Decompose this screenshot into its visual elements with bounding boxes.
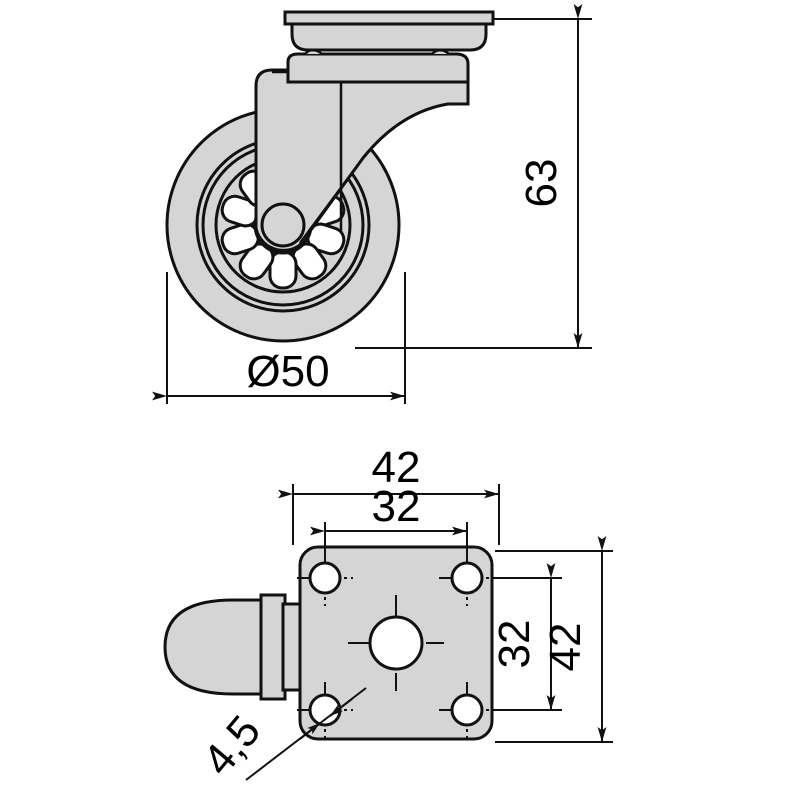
dimension-hole-spacing-width: 32 — [310, 482, 468, 563]
dimension-label-width-42: 42 — [372, 443, 421, 492]
wheel-plan-body — [163, 598, 264, 696]
dimension-wheel-diameter: Ø50 — [152, 272, 406, 404]
dimension-label-diameter-50: Ø50 — [246, 347, 329, 396]
fork-slope-edge — [298, 102, 449, 244]
dimension-label-63: 63 — [517, 159, 566, 208]
dimension-label-spacing-32: 32 — [372, 482, 421, 531]
dimension-overall-height: 63 — [355, 4, 592, 349]
dimension-hole-spacing-depth: 32 — [490, 563, 562, 711]
top-mounting-plate-profile — [283, 10, 495, 52]
dimension-plate-depth: 42 — [495, 536, 613, 743]
dimension-label-depth-32: 32 — [490, 620, 539, 669]
raceway-body — [286, 52, 470, 84]
mounting-plate-plan — [297, 545, 513, 741]
dimension-plate-width: 42 — [278, 443, 500, 545]
wheel-plan-silhouette — [163, 593, 307, 701]
side-elevation-view: 63 Ø50 — [152, 4, 592, 404]
leader-arrow-upper — [329, 698, 353, 717]
fork-axle-eye — [260, 202, 306, 248]
plate-skirt — [290, 20, 488, 52]
swivel-fork — [254, 68, 470, 252]
centre-bore — [368, 615, 424, 671]
dimension-label-depth-42: 42 — [541, 623, 590, 672]
dimension-label-4-5: 4,5 — [193, 707, 270, 785]
bolt-hole — [450, 561, 484, 595]
bolt-hole — [308, 561, 342, 595]
bolt-hole-bottom-left — [297, 682, 353, 738]
top-plan-view: 42 32 32 42 4,5 — [163, 443, 613, 785]
plate-top-flange — [283, 10, 495, 26]
swivel-raceway — [286, 48, 470, 84]
bolt-hole — [450, 693, 484, 727]
leader-arrow-lower — [299, 722, 321, 740]
fork-plan-neck — [259, 593, 287, 701]
centre-bore-group — [348, 595, 444, 691]
